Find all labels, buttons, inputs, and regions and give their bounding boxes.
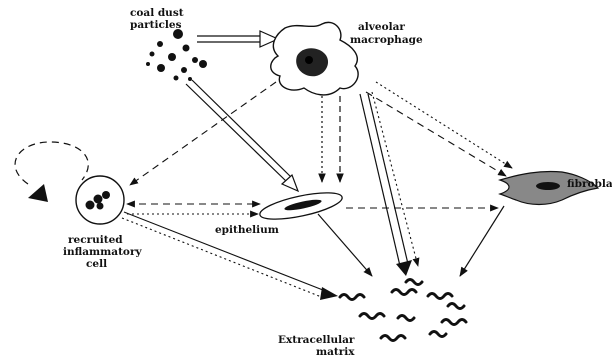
alveolar-macrophage-label-line2: macrophage	[350, 34, 423, 46]
coal-dust-particles	[146, 29, 207, 81]
fibroblast-label: fibroblast	[567, 178, 612, 190]
alveolar-macrophage-label-line1: alveolar	[358, 21, 405, 33]
arrow-macrophage-to-matrix	[360, 94, 412, 276]
arrow-particles-to-epithelium	[186, 80, 298, 191]
extracellular-matrix-label-line1: Extracellular	[278, 334, 355, 346]
arrow-particles-to-macrophage	[197, 31, 278, 47]
recruited-cell-label-line1: recruited	[68, 234, 123, 246]
recruited-inflammatory-cell	[76, 176, 124, 224]
arrow-epithelium-to-matrix	[318, 214, 372, 276]
extracellular-matrix-fibers	[340, 280, 466, 341]
arrow-macrophage-to-recruited-cell	[130, 82, 276, 185]
recruited-cell-label-line2: inflammatory	[63, 246, 142, 258]
coal-dust-label-line1: coal dust	[130, 7, 184, 19]
epithelium-label: epithelium	[215, 224, 279, 236]
coal-dust-label-line2: particles	[130, 19, 182, 31]
arrow-macrophage-to-fibroblast-dashed	[366, 92, 506, 176]
epithelium-cell	[258, 187, 344, 224]
arrow-macrophage-to-matrix-dotted	[372, 92, 418, 266]
arrow-fibroblast-to-matrix	[460, 206, 504, 276]
extracellular-matrix-label-line2: matrix	[316, 346, 355, 357]
alveolar-macrophage	[271, 22, 358, 95]
recruited-cell-label-line3: cell	[86, 258, 107, 270]
arrow-macrophage-to-fibroblast-dotted	[376, 82, 512, 168]
